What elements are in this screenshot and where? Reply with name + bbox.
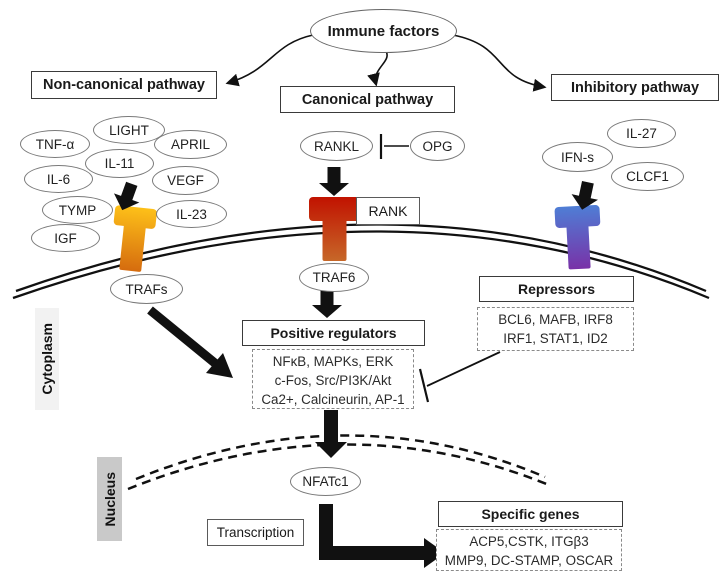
nucleus-label-text: Nucleus [101, 471, 118, 527]
arrow-trafs-to-regulators-head [206, 353, 233, 378]
positive-regulators-line1: NFκB, MAPKs, ERK [272, 354, 394, 369]
factor-il-27: IL-27 [607, 119, 676, 148]
arrow-regulators-to-nfatc1 [315, 410, 347, 458]
inhibition-repressors-bar [418, 368, 430, 403]
arrow-traf6-to-regulators [312, 290, 342, 318]
factor-tnf-alpha: TNF-α [20, 130, 90, 158]
specific-genes-line1: ACP5,CSTK, ITGβ3 [469, 534, 589, 549]
specific-genes-list: ACP5,CSTK, ITGβ3 MMP9, DC-STAMP, OSCAR [436, 529, 622, 571]
factor-april: APRIL [154, 130, 227, 159]
cytoplasm-label-text: Cytoplasm [39, 323, 55, 395]
repressors-header: Repressors [479, 276, 634, 302]
positive-regulators-header: Positive regulators [242, 320, 425, 346]
inhibition-repressors-line [426, 351, 501, 387]
arrow-transcription-head [424, 538, 445, 568]
nuclear-membrane-outer [135, 434, 546, 481]
rankl-node: RANKL [300, 131, 373, 161]
specific-genes-line2: MMP9, DC-STAMP, OSCAR [444, 553, 614, 568]
noncanonical-receptor [113, 205, 157, 272]
repressors-line2: IRF1, STAT1, ID2 [503, 331, 608, 346]
arrow-rankl-to-rank [319, 167, 349, 196]
rank-receptor [309, 197, 361, 261]
factor-il-11: IL-11 [85, 149, 154, 178]
factor-ifn-s: IFN-s [542, 142, 613, 172]
arrow-noncanonical-to-receptor [113, 181, 140, 211]
arrow-trafs-to-regulators-shaft [147, 306, 219, 368]
factor-il-23: IL-23 [156, 200, 227, 228]
canonical-pathway-header: Canonical pathway [280, 86, 455, 113]
arrow-inhibitory-to-receptor [571, 181, 598, 210]
specific-genes-header: Specific genes [438, 501, 623, 527]
connector-to-canonical [367, 50, 388, 87]
trafs-node: TRAFs [110, 274, 183, 304]
positive-regulators-list: NFκB, MAPKs, ERK c-Fos, Src/PI3K/Akt Ca2… [252, 349, 414, 409]
traf6-node: TRAF6 [299, 263, 369, 292]
immune-factors-node: Immune factors [310, 9, 457, 53]
connector-to-noncanonical [225, 34, 314, 87]
positive-regulators-line3: Ca2+, Calcineurin, AP-1 [261, 392, 405, 407]
inhibitory-pathway-header: Inhibitory pathway [551, 74, 719, 101]
nucleus-label: Nucleus [97, 457, 122, 541]
opg-node: OPG [410, 131, 465, 161]
repressors-list: BCL6, MAFB, IRF8 IRF1, STAT1, ID2 [477, 307, 634, 351]
inhibitory-receptor [554, 205, 601, 270]
noncanonical-pathway-header: Non-canonical pathway [31, 71, 217, 99]
factor-vegf: VEGF [152, 166, 219, 195]
rank-label-box: RANK [356, 197, 420, 225]
connector-to-inhibitory [452, 34, 547, 92]
cytoplasm-label: Cytoplasm [35, 308, 59, 410]
factor-igf: IGF [31, 224, 100, 252]
transcription-box: Transcription [207, 519, 304, 546]
nfatc1-node: NFATc1 [290, 467, 361, 496]
positive-regulators-line2: c-Fos, Src/PI3K/Akt [274, 373, 392, 388]
factor-light: LIGHT [93, 116, 165, 144]
nuclear-membrane-inner [127, 443, 550, 491]
repressors-line1: BCL6, MAFB, IRF8 [498, 312, 613, 327]
arrow-transcription-shaft [319, 504, 426, 560]
factor-clcf1: CLCF1 [611, 162, 684, 191]
factor-il-6: IL-6 [24, 165, 93, 193]
factor-tymp: TYMP [42, 196, 113, 224]
plasma-membrane-inner [12, 230, 710, 300]
